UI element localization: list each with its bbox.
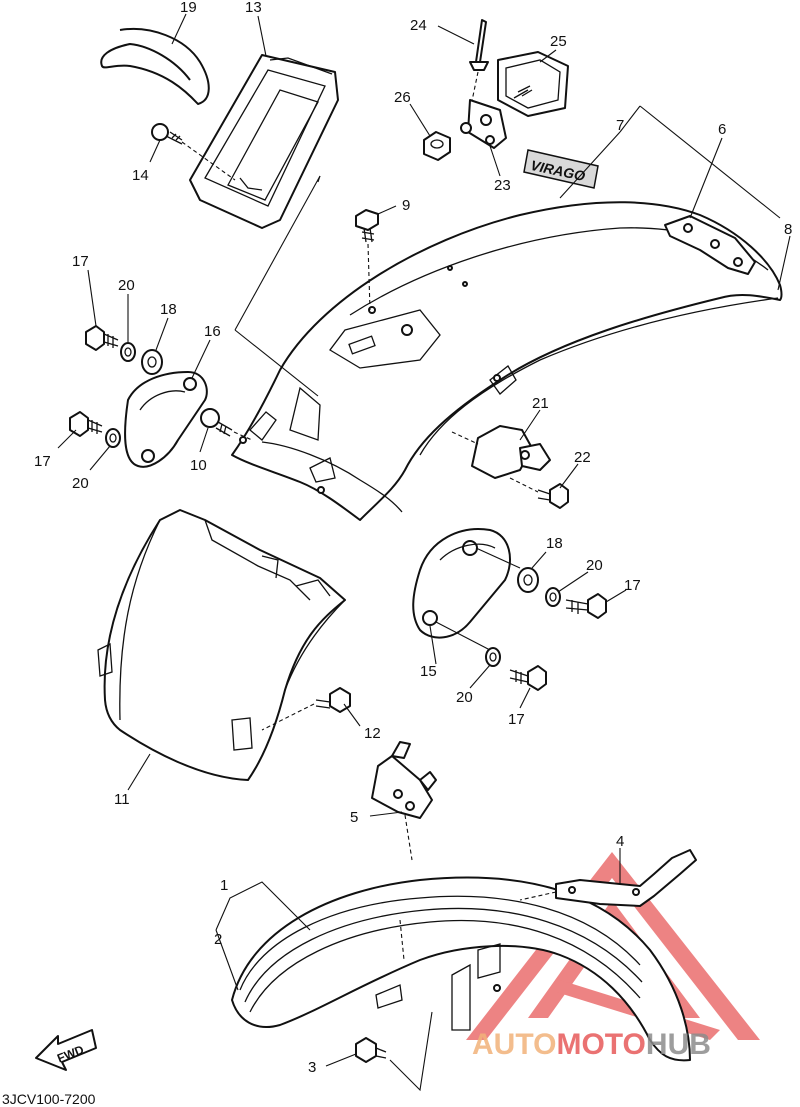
watermark-hub: HUB <box>646 1028 711 1061</box>
callout-10: 10 <box>190 457 207 474</box>
bolt-part-22 <box>509 477 569 509</box>
callout-26: 26 <box>394 89 411 106</box>
bracket-part-5 <box>371 741 437 861</box>
callout-6: 6 <box>718 121 726 138</box>
bolt-part-17d <box>509 665 547 691</box>
callout-15: 15 <box>420 663 437 680</box>
bracket-part-23 <box>460 99 507 149</box>
callout-2: 2 <box>214 931 222 948</box>
callout-11: 11 <box>114 791 130 808</box>
fwd-arrow-icon: FWD <box>35 1029 97 1071</box>
rubber-strap-part <box>100 28 210 105</box>
washer-part-20d <box>485 647 501 667</box>
callout-4: 4 <box>616 833 624 850</box>
watermark-moto: MOTO <box>556 1028 645 1061</box>
callout-labels: 19 13 14 24 25 26 23 7 6 8 9 17 20 18 16… <box>34 0 792 1076</box>
callout-18-b: 18 <box>546 535 563 552</box>
callout-20-b: 20 <box>72 475 89 492</box>
callout-18-a: 18 <box>160 301 177 318</box>
bolt-part-10 <box>200 408 253 441</box>
callout-7: 7 <box>616 117 624 134</box>
callout-9: 9 <box>402 197 410 214</box>
callout-14: 14 <box>132 167 149 184</box>
bolt-part-9 <box>355 209 379 311</box>
washer-part-20c <box>545 587 561 607</box>
callout-3: 3 <box>308 1059 316 1076</box>
reflector-part-25 <box>497 51 569 117</box>
callout-19: 19 <box>180 0 197 16</box>
callout-20-c: 20 <box>586 557 603 574</box>
tool-box-part <box>189 54 339 229</box>
washer-part-20a <box>120 342 136 362</box>
pin-part-24 <box>467 19 489 121</box>
callout-17-b: 17 <box>34 453 51 470</box>
callout-17-d: 17 <box>508 711 525 728</box>
callout-25: 25 <box>550 33 567 50</box>
callout-17-a: 17 <box>72 253 89 270</box>
callout-1: 1 <box>220 877 228 894</box>
bracket-part-15 <box>412 528 521 651</box>
bolt-part-3 <box>355 1037 387 1063</box>
callout-20-a: 20 <box>118 277 135 294</box>
callout-21: 21 <box>532 395 549 412</box>
bracket-part-4 <box>519 849 697 907</box>
bolt-part-17c <box>565 593 607 619</box>
callout-17-c: 17 <box>624 577 641 594</box>
diagram-code: 3JCV100-7200 <box>2 1091 96 1107</box>
svg-text:AUTOMOTOHUB: AUTOMOTOHUB <box>472 1028 711 1061</box>
callout-12: 12 <box>364 725 381 742</box>
collar-part-18a <box>141 349 163 375</box>
washer-part-20b <box>105 428 121 448</box>
callout-22: 22 <box>574 449 591 466</box>
bolt-part-17a <box>85 325 119 351</box>
callout-16: 16 <box>204 323 221 340</box>
callout-13: 13 <box>245 0 262 16</box>
watermark-text: AUTOMOTOHUB <box>472 1028 711 1061</box>
nut-part-26 <box>423 131 451 161</box>
callout-23: 23 <box>494 177 511 194</box>
bracket-part-16 <box>124 371 208 468</box>
callout-8: 8 <box>784 221 792 238</box>
callout-5: 5 <box>350 809 358 826</box>
callout-20-d: 20 <box>456 689 473 706</box>
watermark-auto: AUTO <box>472 1028 556 1061</box>
callout-24: 24 <box>410 17 427 34</box>
collar-part-18b <box>517 567 539 593</box>
bracket-part-21 <box>451 425 551 479</box>
bolt-part-17b <box>69 411 103 437</box>
front-fender-part-1 <box>231 876 691 1062</box>
inner-fender-part-11 <box>97 509 346 781</box>
leader-lines <box>57 13 791 1092</box>
